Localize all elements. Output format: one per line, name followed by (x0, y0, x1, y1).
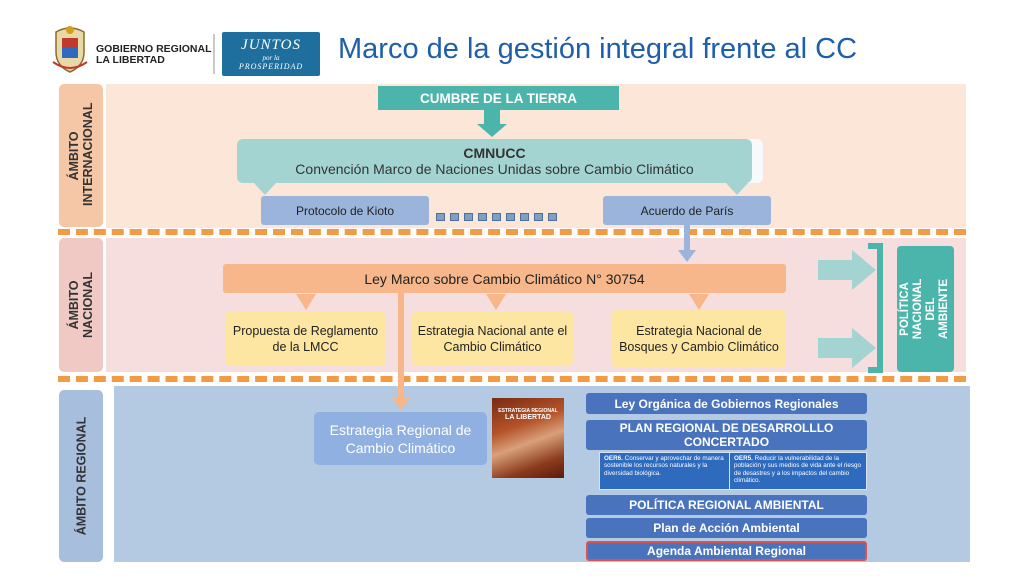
label-ambito-internacional: ÁMBITO INTERNACIONAL (59, 84, 103, 227)
estrategia-bosques-box: Estrategia Nacional de Bosques y Cambio … (612, 310, 786, 367)
logo-divider (213, 34, 215, 74)
cumbre-de-la-tierra-box: CUMBRE DE LA TIERRA (378, 86, 619, 110)
timeline-dot (492, 213, 501, 221)
cmnucc-box: CMNUCC Convención Marco de Naciones Unid… (237, 139, 752, 183)
label-ambito-nacional: ÁMBITO NACIONAL (59, 238, 103, 372)
estrategia-regional-box: Estrategia Regional de Cambio Climático (314, 412, 487, 465)
protocolo-kioto-box: Protocolo de Kioto (261, 196, 429, 225)
acuerdo-paris-box: Acuerdo de París (603, 196, 771, 225)
plan-regional-desarrollo-box: PLAN REGIONAL DE DESARROLLLO CONCERTADO (586, 420, 867, 450)
divider-nacional-regional (58, 376, 966, 382)
timeline-dot (464, 213, 473, 221)
plan-accion-ambiental-box: Plan de Acción Ambiental (586, 518, 867, 538)
timeline-dot (450, 213, 459, 221)
timeline-dot (520, 213, 529, 221)
divider-internacional-nacional (58, 229, 966, 235)
politica-regional-ambiental-box: POLÍTICA REGIONAL AMBIENTAL (586, 495, 867, 515)
ley-organica-box: Ley Orgánica de Gobiernos Regionales (586, 393, 867, 414)
timeline-dot (534, 213, 543, 221)
timeline-dot (506, 213, 515, 221)
politica-nacional-ambiente-box: POLÍTICA NACIONAL DEL AMBIENTE (897, 246, 954, 372)
strategy-cover-image: ESTRATEGIA REGIONAL LA LIBERTAD (492, 398, 564, 478)
timeline-dot (478, 213, 487, 221)
estrategia-nacional-cc-box: Estrategia Nacional ante el Cambio Climá… (412, 312, 573, 365)
oer5-box: OER5. Reducir la vulnerabilidad de la po… (729, 452, 867, 490)
ley-marco-box: Ley Marco sobre Cambio Climático N° 3075… (223, 264, 786, 293)
coat-of-arms-icon (52, 26, 88, 73)
agenda-ambiental-regional-box: Agenda Ambiental Regional (586, 541, 867, 561)
propuesta-reglamento-box: Propuesta de Reglamento de la LMCC (225, 312, 386, 365)
org-name: GOBIERNO REGIONAL LA LIBERTAD (96, 43, 212, 66)
label-ambito-regional: ÁMBITO REGIONAL (59, 390, 103, 562)
timeline-dot (436, 213, 445, 221)
oer6-box: OER6. Conservar y aprovechar de manera s… (599, 452, 737, 490)
juntos-logo: JUNTOS por la PROSPERIDAD (222, 32, 320, 76)
page-title: Marco de la gestión integral frente al C… (338, 33, 858, 65)
timeline-dot (548, 213, 557, 221)
